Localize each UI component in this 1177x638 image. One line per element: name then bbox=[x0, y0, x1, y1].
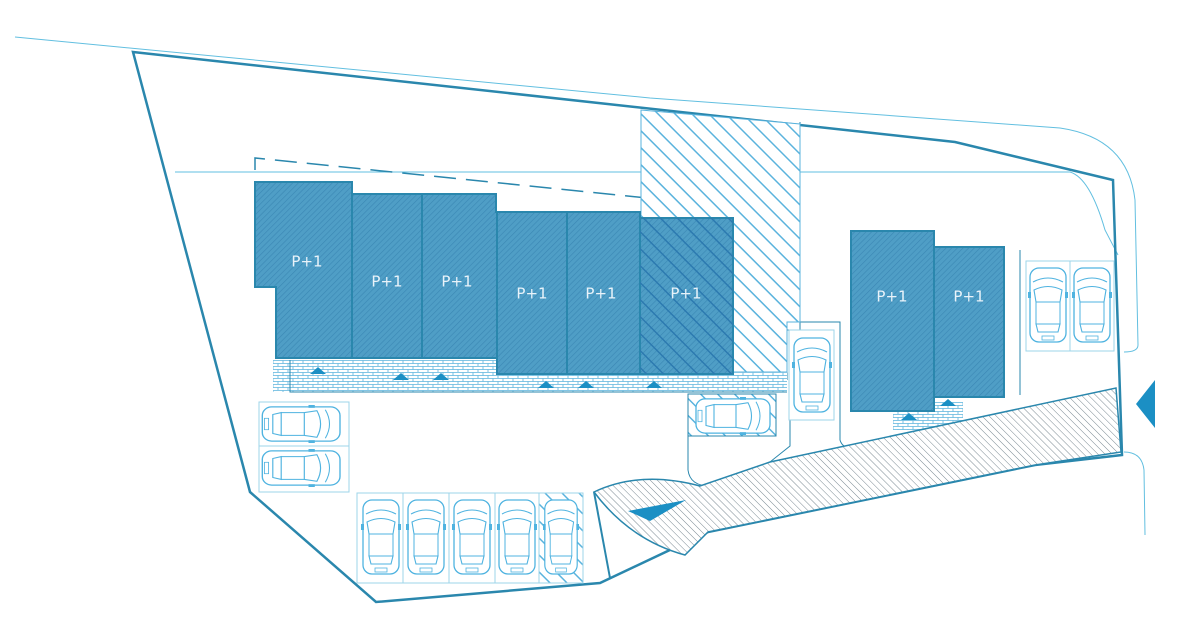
setback-dashed-line bbox=[254, 157, 746, 282]
building-7-label: P+1 bbox=[876, 288, 907, 306]
parking-right bbox=[1025, 260, 1115, 352]
building-3: P+1 bbox=[421, 193, 498, 359]
building-5-label: P+1 bbox=[585, 285, 616, 303]
building-3-label: P+1 bbox=[441, 273, 472, 291]
building-4-label: P+1 bbox=[516, 285, 547, 303]
building-6-label: P+1 bbox=[670, 285, 701, 303]
parking-bottom bbox=[356, 492, 584, 584]
triangle-up-icon bbox=[940, 399, 956, 406]
building-5: P+1 bbox=[566, 211, 641, 375]
triangle-up-icon bbox=[538, 381, 554, 388]
driveway bbox=[592, 387, 1122, 579]
buildings: P+1 P+1 P+1 P+1 P+1 P+1 P+1 P+1 bbox=[254, 181, 1005, 412]
triangle-up-icon bbox=[433, 373, 449, 380]
building-7: P+1 bbox=[850, 230, 935, 412]
triangle-right-icon bbox=[628, 500, 686, 521]
building-2-label: P+1 bbox=[371, 273, 402, 291]
parking-left bbox=[258, 401, 350, 493]
building-6: P+1 bbox=[639, 217, 734, 375]
parking-hatched-horizontal bbox=[687, 393, 777, 437]
parking-vertical-center bbox=[788, 329, 835, 421]
building-8: P+1 bbox=[933, 246, 1005, 398]
triangle-up-icon bbox=[393, 373, 409, 380]
triangle-up-icon bbox=[310, 367, 326, 374]
building-1: P+1 bbox=[254, 181, 353, 359]
triangle-up-icon bbox=[578, 381, 594, 388]
building-2: P+1 bbox=[351, 193, 423, 359]
triangle-up-icon bbox=[901, 413, 917, 420]
triangle-up-icon bbox=[646, 381, 662, 388]
triangle-left-icon bbox=[1136, 380, 1155, 428]
building-1-label: P+1 bbox=[291, 253, 322, 271]
street-lines bbox=[14, 36, 1146, 536]
door-markers bbox=[310, 367, 956, 420]
building-8-label: P+1 bbox=[953, 288, 984, 306]
building-4: P+1 bbox=[496, 211, 568, 375]
